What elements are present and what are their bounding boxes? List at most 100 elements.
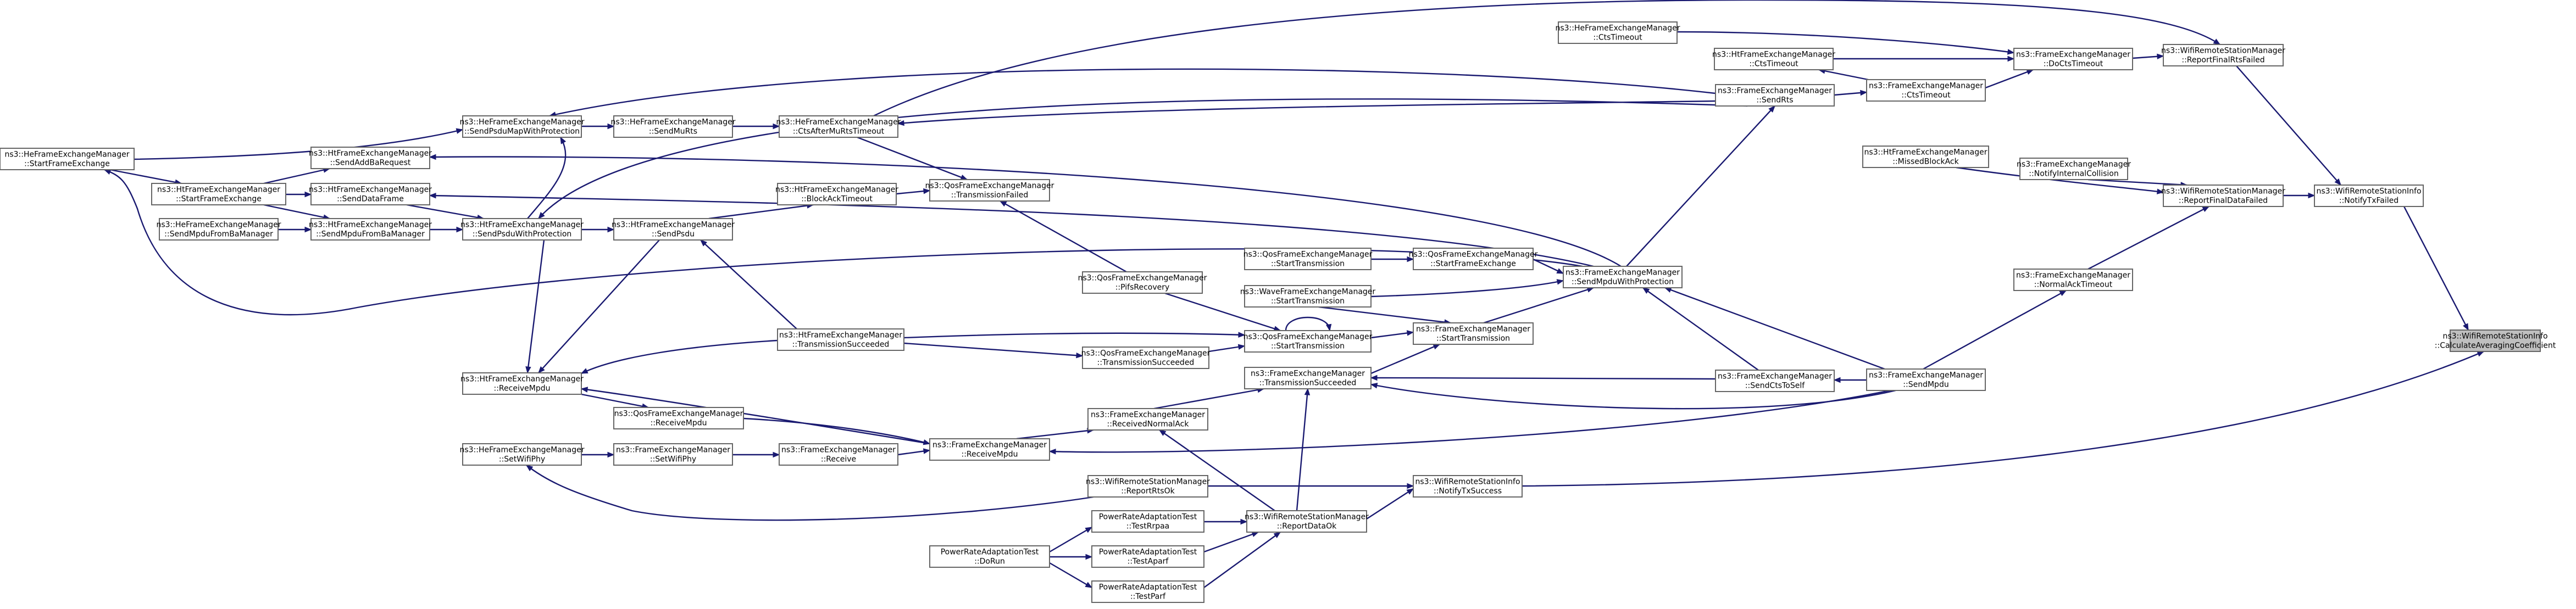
node-qfest[interactable]: ns3::QosFrameExchangeManager::StartFrame… <box>1409 248 1538 270</box>
node-label-line: ns3::HtFrameExchangeManager <box>309 221 432 230</box>
node-label-line: ::BlockAckTimeout <box>801 195 873 204</box>
edge-hectsmu-to-qtf <box>857 136 968 181</box>
edge-qst2-to-fst <box>1370 330 1414 339</box>
node-label-line: ::TestAparf <box>1128 557 1169 566</box>
node-label-line: ns3::FrameExchangeManager <box>1565 269 1680 277</box>
node-label-line: ns3::FrameExchangeManager <box>1251 370 1365 378</box>
node-rfrf[interactable]: ns3::WifiRemoteStationManager::ReportFin… <box>2161 44 2285 66</box>
node-fst[interactable]: ns3::FrameExchangeManager::StartTransmis… <box>1413 322 1534 345</box>
node-prnp[interactable]: PowerRateAdaptationTest::TestRrpaa <box>1091 510 1204 533</box>
edge-qst1-to-qfest <box>1371 256 1414 262</box>
node-hects[interactable]: ns3::HeFrameExchangeManager::CtsTimeout <box>1555 21 1680 44</box>
node-prparf[interactable]: PowerRateAdaptationTest::TestParf <box>1091 580 1204 603</box>
node-label-line: ns3::WaveFrameExchangeManager <box>1240 288 1376 297</box>
node-hsw[interactable]: ns3::HeFrameExchangeManager::SetWifiPhy <box>459 443 585 466</box>
node-fr[interactable]: ns3::FrameExchangeManager::Receive <box>779 443 898 466</box>
node-htspwp[interactable]: ns3::HtFrameExchangeManager::SendPsduWit… <box>460 218 584 241</box>
node-spfb[interactable]: ns3::HtFrameExchangeManager::SendMpduFro… <box>309 218 432 241</box>
node-htsfe[interactable]: ns3::HtFrameExchangeManager::StartFrameE… <box>151 183 286 205</box>
edge-htsfe-to-spfb <box>263 204 331 220</box>
node-hespfb[interactable]: ns3::HeFrameExchangeManager::SendMpduFro… <box>156 218 281 241</box>
edge-bat-to-qtf <box>896 188 931 195</box>
node-fcts[interactable]: ns3::FrameExchangeManager::CtsTimeout <box>1866 79 1986 102</box>
edge-rfrf-to-ntf <box>2236 65 2341 186</box>
node-frm[interactable]: ns3::FrameExchangeManager::ReceiveMpdu <box>929 438 1050 461</box>
edge-rro-to-nts <box>1208 483 1414 489</box>
node-label-line: ::SendMuRts <box>649 127 697 136</box>
node-label-line: ns3::QosFrameExchangeManager <box>1409 250 1538 259</box>
node-scts[interactable]: ns3::FrameExchangeManager::SendCtsToSelf <box>1715 370 1835 392</box>
node-nts[interactable]: ns3::WifiRemoteStationInfo::NotifyTxSucc… <box>1413 475 1523 498</box>
edge-htspwp-to-hespmwp <box>527 136 567 219</box>
node-bat[interactable]: ns3::HtFrameExchangeManager::BlockAckTim… <box>775 183 898 205</box>
node-htsucc[interactable]: ns3::HtFrameExchangeManager::Transmissio… <box>777 328 904 351</box>
node-label-line: ::StartTransmission <box>1271 342 1345 351</box>
edge-ftsucc-to-fst <box>1370 343 1441 375</box>
node-label-line: ns3::QosFrameExchangeManager <box>925 182 1054 191</box>
edge-qfest-to-smwp <box>1533 258 1564 275</box>
node-label-line: ::PifsRecovery <box>1115 283 1170 292</box>
node-wst[interactable]: ns3::WaveFrameExchangeManager::StartTran… <box>1240 285 1376 308</box>
node-cac[interactable]: ns3::WifiRemoteStationInfo::CalculateAve… <box>2435 329 2556 352</box>
node-ftsucc[interactable]: ns3::FrameExchangeManager::TransmissionS… <box>1244 367 1372 389</box>
node-qst2[interactable]: ns3::QosFrameExchangeManager::StartTrans… <box>1243 330 1373 353</box>
node-prdr[interactable]: PowerRateAdaptationTest::DoRun <box>929 545 1050 568</box>
node-label-line: ::StartTransmission <box>1436 334 1510 343</box>
node-pifs[interactable]: ns3::QosFrameExchangeManager::PifsRecove… <box>1078 271 1207 294</box>
node-qst1[interactable]: ns3::QosFrameExchangeManager::StartTrans… <box>1243 248 1373 270</box>
edge-rna-to-ftsucc <box>1153 387 1265 410</box>
node-docts[interactable]: ns3::FrameExchangeManager::DoCtsTimeout <box>2013 48 2133 70</box>
edge-prnp-to-rdo <box>1204 518 1248 525</box>
node-label-line: ::CalculateAveragingCoefficient <box>2435 342 2556 350</box>
edge-sendmpdu-to-frm <box>1048 389 1891 455</box>
node-label-line: ns3::WifiRemoteStationManager <box>2161 47 2285 55</box>
node-hrm[interactable]: ns3::HtFrameExchangeManager::ReceiveMpdu <box>460 372 584 395</box>
node-hespmwp[interactable]: ns3::HeFrameExchangeManager::SendPsduMap… <box>459 115 585 138</box>
node-label-line: ::SendCtsToSelf <box>1745 382 1805 390</box>
node-ntf[interactable]: ns3::WifiRemoteStationInfo::NotifyTxFail… <box>2314 185 2424 207</box>
edge-sendmpdu-to-nat <box>1923 289 2067 370</box>
edge-fst-to-smwp <box>1483 287 1595 324</box>
node-label-line: PowerRateAdaptationTest <box>941 548 1039 557</box>
node-hesmr[interactable]: ns3::HeFrameExchangeManager::SendMuRts <box>610 115 736 138</box>
node-label-line: ::ReceivedNormalAck <box>1107 420 1190 429</box>
node-label-line: ns3::FrameExchangeManager <box>1718 87 1832 96</box>
node-sendrts[interactable]: ns3::FrameExchangeManager::SendRts <box>1715 84 1835 107</box>
node-nic[interactable]: ns3::FrameExchangeManager::NotifyInterna… <box>2017 158 2131 180</box>
node-label-line: ns3::QosFrameExchangeManager <box>614 410 743 418</box>
node-rfdf[interactable]: ns3::WifiRemoteStationManager::ReportFin… <box>2161 185 2285 207</box>
node-label-line: ns3::HeFrameExchangeManager <box>776 118 901 127</box>
node-qtf[interactable]: ns3::QosFrameExchangeManager::Transmissi… <box>925 179 1054 202</box>
edge-docts-to-rfrf <box>2132 53 2164 60</box>
node-rro[interactable]: ns3::WifiRemoteStationManager::ReportRts… <box>1086 475 1210 498</box>
edge-smwp-to-sendrts <box>1626 105 1775 267</box>
node-htcts[interactable]: ns3::HtFrameExchangeManager::CtsTimeout <box>1712 48 1835 70</box>
node-label-line: ns3::HtFrameExchangeManager <box>157 186 280 194</box>
node-smwp[interactable]: ns3::FrameExchangeManager::SendMpduWithP… <box>1563 266 1683 288</box>
node-label-line: ns3::FrameExchangeManager <box>1416 325 1530 334</box>
node-label-line: ns3::FrameExchangeManager <box>932 441 1047 450</box>
node-fsw[interactable]: ns3::FrameExchangeManager::SetWifiPhy <box>613 443 733 466</box>
node-label-line: PowerRateAdaptationTest <box>1099 583 1197 592</box>
node-hectsmu[interactable]: ns3::HeFrameExchangeManager::CtsAfterMuR… <box>776 115 901 138</box>
node-label-line: ::ReportFinalDataFailed <box>2179 197 2268 205</box>
node-qtsucc[interactable]: ns3::QosFrameExchangeManager::Transmissi… <box>1081 347 1211 369</box>
node-label-line: ::ReportFinalRtsFailed <box>2181 56 2264 65</box>
node-qrm[interactable]: ns3::QosFrameExchangeManager::ReceiveMpd… <box>613 407 744 429</box>
node-rdo[interactable]: ns3::WifiRemoteStationManager::ReportDat… <box>1245 510 1369 533</box>
node-label-line: ::StartFrameExchange <box>1430 260 1516 269</box>
node-label-line: ns3::HtFrameExchangeManager <box>775 186 898 194</box>
node-sendmpdu[interactable]: ns3::FrameExchangeManager::SendMpdu <box>1866 368 1986 391</box>
edge-sendrts-to-fcts <box>1834 90 1868 96</box>
node-htsp[interactable]: ns3::HtFrameExchangeManager::SendPsdu <box>612 218 735 241</box>
node-nat[interactable]: ns3::FrameExchangeManager::NormalAckTime… <box>2013 269 2133 291</box>
node-praparf[interactable]: PowerRateAdaptationTest::TestAparf <box>1091 545 1204 568</box>
node-sdf[interactable]: ns3::HtFrameExchangeManager::SendDataFra… <box>309 183 432 205</box>
edge-hects-to-docts <box>1676 31 2015 55</box>
node-label-line: ::SendPsdu <box>652 230 695 239</box>
edge-nts-to-cac <box>1522 350 2485 487</box>
node-rna[interactable]: ns3::FrameExchangeManager::ReceivedNorma… <box>1087 408 1208 431</box>
node-mba[interactable]: ns3::HtFrameExchangeManager::MissedBlock… <box>1862 146 1989 168</box>
node-hesfe[interactable]: ns3::HeFrameExchangeManager::StartFrameE… <box>0 148 135 170</box>
node-sabr[interactable]: ns3::HtFrameExchangeManager::SendAddBaRe… <box>309 147 432 169</box>
